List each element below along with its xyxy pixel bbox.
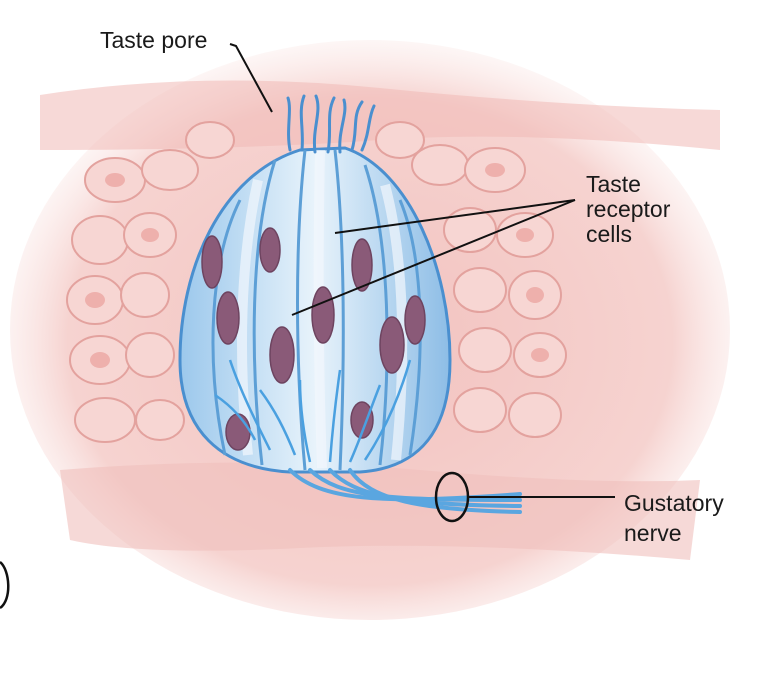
- receptor-cell-strip: [333, 149, 345, 471]
- cell-nuclei-epithelium: [85, 163, 549, 368]
- leader-taste-pore: [229, 43, 273, 113]
- label-taste-pore: Taste pore: [100, 27, 208, 53]
- label-gustatory-nerve: Gustatory nerve: [624, 490, 724, 546]
- edge-bracket: [0, 561, 10, 610]
- receptor-cell-strip: [363, 164, 389, 466]
- leader-receptor-bottom: [291, 199, 576, 316]
- leader-receptor-top: [334, 199, 576, 234]
- receptor-cell-strip: [296, 149, 307, 471]
- receptor-cell-strip: [211, 199, 242, 456]
- taste-pore-microvilli: [286, 94, 376, 154]
- label-taste-receptor-cells: Taste receptor cells: [586, 171, 671, 247]
- nerve-branches: [214, 359, 412, 463]
- leader-lines: [229, 43, 615, 498]
